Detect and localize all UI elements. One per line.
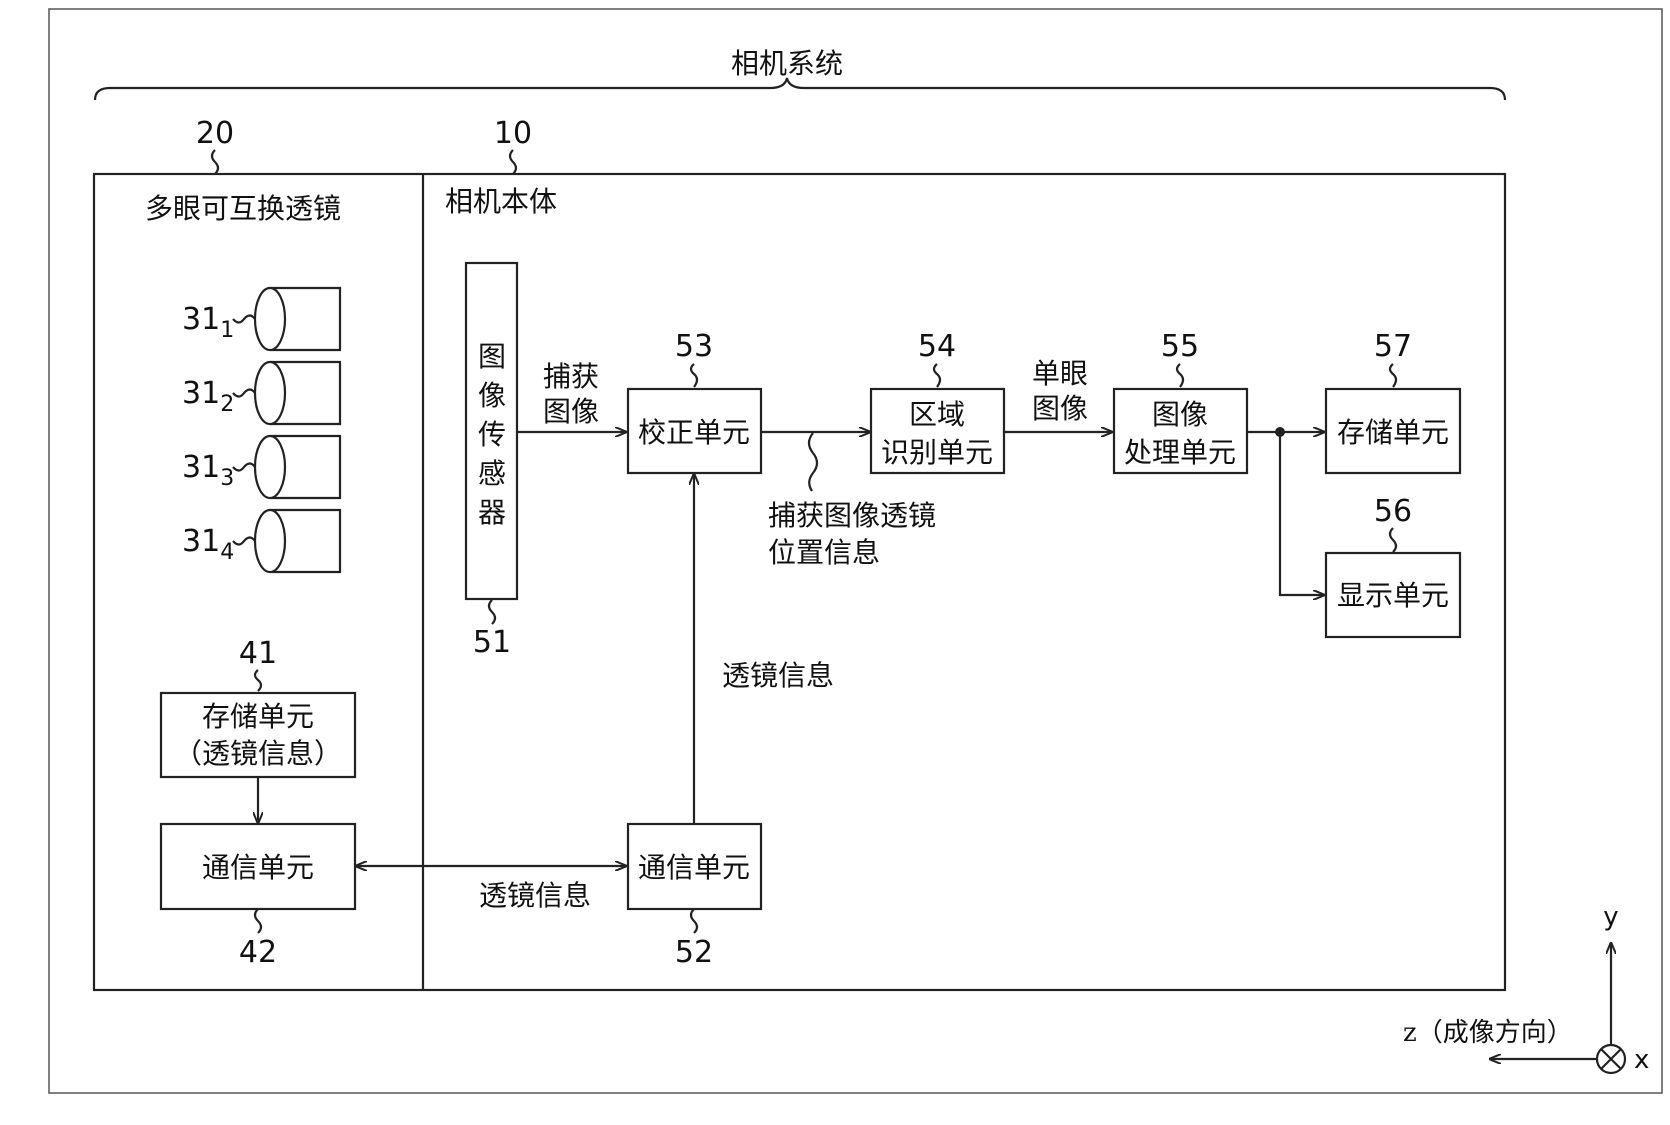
lens-comm-leader	[253, 908, 263, 934]
ommatidium-face	[253, 508, 287, 574]
to-display-arrow	[1278, 432, 1324, 595]
body-ref-leader	[508, 149, 518, 175]
region-label-2: 识别单元	[881, 436, 993, 469]
ommatidium-subscript: 3	[220, 466, 234, 491]
ommatidium-body	[270, 286, 342, 352]
body-ref-label: 10	[494, 116, 532, 151]
correction-unit	[626, 387, 763, 475]
comm-link-label: 透镜信息	[479, 879, 591, 912]
mono-image-label-2: 图像	[1032, 392, 1088, 425]
camera-system-brace	[93, 77, 1507, 101]
ommatidium-1: 311	[182, 286, 342, 352]
lens-storage-sublabel: （透镜信息）	[174, 737, 342, 770]
correction-label: 校正单元	[638, 416, 750, 449]
camera-system-title: 相机系统	[731, 47, 843, 80]
lens-comm-ref: 42	[239, 935, 277, 970]
processing-ref: 55	[1161, 329, 1199, 364]
x-axis-label: x	[1634, 1045, 1649, 1075]
lens-position-label-2: 位置信息	[768, 536, 880, 569]
sensor-label-char: 器	[478, 496, 506, 529]
display-ref: 56	[1374, 494, 1412, 529]
ommatidium-4: 314	[182, 508, 342, 574]
ommatidium-face	[253, 434, 287, 500]
lens-comm-label: 通信单元	[202, 851, 314, 884]
ommatidium-subscript: 1	[220, 318, 234, 343]
lens-storage-leader	[253, 669, 263, 692]
sensor-label-char: 像	[478, 379, 506, 412]
sensor-ref: 51	[473, 625, 511, 660]
x-axis-into-page-icon	[1595, 1043, 1627, 1075]
sensor-leader	[487, 599, 497, 625]
correction-ref: 53	[675, 329, 713, 364]
body-storage-ref: 57	[1374, 329, 1412, 364]
ommatidium-body	[270, 434, 342, 500]
ommatidium-face	[253, 286, 287, 352]
sensor-label-char: 感	[478, 457, 506, 490]
sensor-label-char: 图	[478, 340, 506, 373]
ommatidium-ref: 311	[182, 302, 234, 343]
region-label: 区域	[909, 398, 965, 431]
ommatidium-ref: 312	[182, 376, 234, 417]
body-comm-unit	[626, 822, 763, 911]
y-axis-label: y	[1603, 902, 1618, 932]
ommatidium-ref: 313	[182, 450, 234, 491]
mono-image-label: 单眼	[1032, 357, 1088, 390]
body-comm-label: 通信单元	[638, 851, 750, 884]
lens-info-label: 透镜信息	[722, 659, 834, 692]
lens-section-title: 多眼可互换透镜	[145, 192, 341, 225]
processing-leader	[1175, 363, 1185, 388]
lens-ref-label: 20	[196, 116, 234, 151]
lens-position-label: 捕获图像透镜	[768, 499, 936, 532]
processing-label: 图像	[1152, 398, 1208, 431]
ommatidium-leader	[232, 462, 256, 472]
body-storage-leader	[1388, 363, 1398, 388]
ommatidium-body	[270, 360, 342, 426]
body-storage-unit	[1324, 387, 1462, 475]
sensor-label-char: 传	[478, 418, 506, 451]
region-ref: 54	[918, 329, 956, 364]
captured-image-label: 捕获	[543, 360, 599, 393]
ommatidium-ref: 314	[182, 524, 234, 565]
system-enclosure	[92, 172, 1507, 992]
z-axis-label: z（成像方向）	[1403, 1018, 1573, 1048]
ommatidium-leader	[232, 536, 256, 546]
lens-storage-unit	[159, 691, 357, 779]
ommatidium-face	[253, 360, 287, 426]
body-section-title: 相机本体	[445, 185, 557, 218]
ommatidium-subscript: 2	[220, 392, 234, 417]
lens-storage-ref: 41	[239, 636, 277, 671]
ommatidium-2: 312	[182, 360, 342, 426]
ommatidium-leader	[232, 388, 256, 398]
display-label: 显示单元	[1337, 579, 1449, 612]
display-unit	[1324, 551, 1462, 639]
display-leader	[1388, 527, 1398, 553]
ommatidium-3: 313	[182, 434, 342, 500]
figure-frame	[48, 8, 1663, 1094]
lens-position-leader	[807, 432, 819, 492]
lens-storage-label: 存储单元	[202, 700, 314, 733]
ommatidium-subscript: 4	[220, 540, 234, 565]
ommatidium-body	[270, 508, 342, 574]
processing-label-2: 处理单元	[1124, 436, 1236, 469]
body-comm-ref: 52	[675, 935, 713, 970]
correction-leader	[689, 363, 699, 388]
body-comm-leader	[689, 908, 699, 934]
ommatidium-leader	[232, 314, 256, 324]
lens-ref-leader	[210, 149, 220, 175]
region-leader	[932, 363, 942, 388]
body-storage-label: 存储单元	[1337, 416, 1449, 449]
captured-image-label-2: 图像	[543, 395, 599, 428]
